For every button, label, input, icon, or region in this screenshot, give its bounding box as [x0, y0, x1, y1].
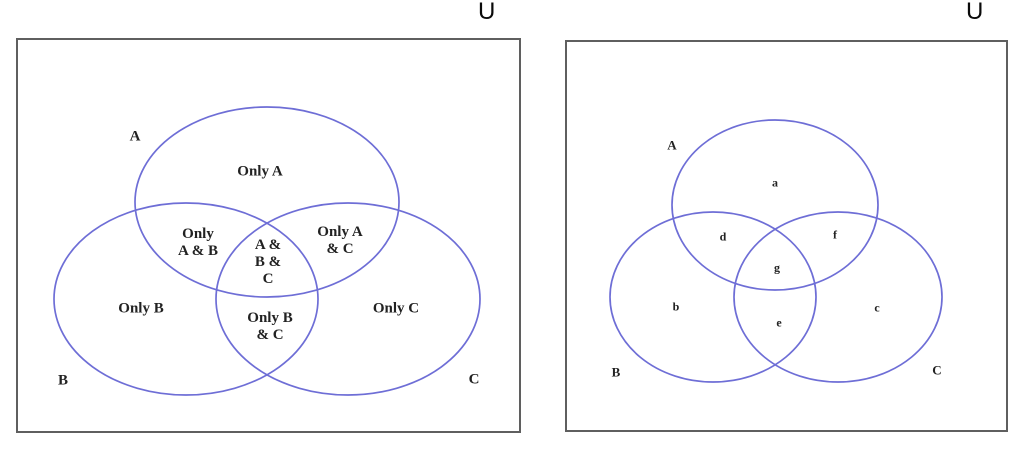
circle-c: [215, 202, 481, 396]
region-a-b-c: A & B & C: [254, 236, 282, 287]
region-e: e: [776, 315, 782, 330]
region-only-a: Only A: [237, 163, 283, 180]
universe-label-right: U: [966, 0, 984, 25]
circle-b: [53, 202, 319, 396]
set-label-b: B: [57, 372, 69, 389]
region-a: a: [772, 175, 778, 190]
set-label-a: A: [667, 137, 677, 153]
region-only-a-b: Only A & B: [177, 226, 219, 259]
set-label-c: C: [468, 371, 480, 388]
region-d: d: [719, 229, 727, 244]
region-only-b: Only B: [118, 300, 164, 317]
region-b: b: [672, 299, 680, 314]
region-only-b-c: Only B & C: [247, 310, 293, 343]
venn-circles-left: [53, 106, 481, 396]
circle-b: [609, 211, 817, 383]
circle-a: [671, 119, 879, 291]
venn-diagram-named-regions: A B C Only A Only A & B A & B & C Only A…: [16, 38, 521, 433]
region-g: g: [774, 260, 780, 275]
universe-label-left: U: [478, 0, 496, 25]
venn-circles-right: [609, 119, 943, 383]
circle-a: [134, 106, 400, 298]
region-only-c: Only C: [372, 300, 420, 317]
set-label-c: C: [932, 362, 942, 378]
circle-c: [733, 211, 943, 383]
region-only-a-c: Only A & C: [317, 224, 363, 257]
region-f: f: [833, 227, 837, 242]
set-label-b: B: [611, 364, 621, 380]
set-label-a: A: [129, 128, 141, 145]
venn-diagram-lettered-regions: A B C a d f g b e c: [565, 40, 1008, 432]
region-c: c: [874, 300, 880, 315]
